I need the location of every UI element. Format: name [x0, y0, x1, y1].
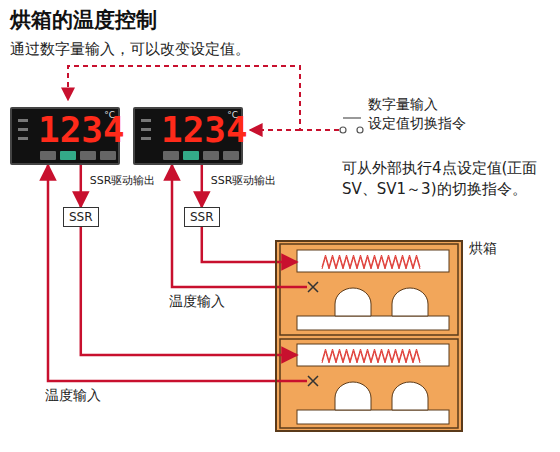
subtitle: 通过数字量输入，可以改变设定值。: [10, 40, 250, 59]
controller: 1234°C: [133, 107, 243, 165]
node-text: SSR: [69, 209, 93, 225]
signal-name: 设定值切换指令: [368, 115, 466, 133]
sensor: [308, 282, 318, 386]
signal-wire: [202, 227, 297, 262]
panel-button: [80, 151, 96, 160]
ssr-box: SSR: [184, 207, 220, 227]
unit-label: °C: [227, 110, 238, 120]
heater: [297, 344, 449, 366]
ssr-box: SSR: [63, 207, 99, 227]
note: 可从外部执行4点设定值(正面SV、SV1～3)的切换指令。: [342, 158, 550, 200]
panel-button: [60, 151, 76, 160]
edge-label: SSR驱动输出: [89, 173, 157, 188]
panel-button: [223, 151, 239, 160]
signal-name: 数字量输入: [368, 96, 438, 114]
panel-button: [100, 151, 116, 160]
edge-label: 温度输入: [168, 293, 226, 311]
controller: 1234°C: [10, 107, 120, 165]
unit-label: °C: [104, 110, 115, 120]
switch-symbol: [340, 118, 363, 133]
indicator-led: [141, 128, 151, 131]
signal-wire: [172, 165, 307, 287]
indicator-led: [18, 119, 28, 122]
panel-button: [163, 151, 179, 160]
workpiece: [335, 288, 428, 410]
signal-wire: [81, 227, 297, 355]
panel-button: [183, 151, 199, 160]
heater: [297, 250, 449, 272]
edge-label: SSR驱动输出: [210, 173, 278, 188]
node-text: SSR: [190, 209, 214, 225]
indicator-led: [18, 137, 28, 140]
title: 烘箱的温度控制: [10, 6, 157, 34]
oven: 烘箱: [275, 240, 463, 432]
oven-label: 烘箱: [469, 240, 497, 258]
signal-wire: [80, 165, 83, 207]
shelf: [297, 316, 449, 330]
edge-label: 温度输入: [44, 387, 102, 405]
panel-button: [203, 151, 219, 160]
oven-chamber: [280, 339, 458, 428]
signal-wire: [48, 165, 307, 381]
indicator-led: [18, 128, 28, 131]
indicator-led: [141, 137, 151, 140]
shelf: [297, 410, 449, 424]
panel-button: [40, 151, 56, 160]
oven-body: [275, 240, 463, 432]
indicator-led: [141, 119, 151, 122]
signal-wire: [201, 165, 204, 207]
oven-chamber: [280, 244, 458, 335]
